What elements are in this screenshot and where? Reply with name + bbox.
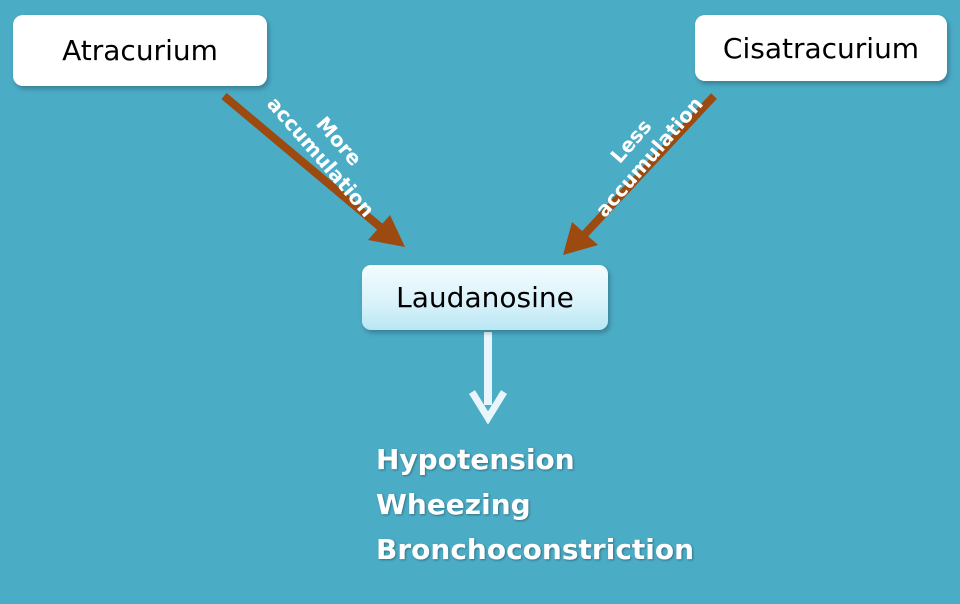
node-atracurium: Atracurium (13, 15, 267, 86)
node-laudanosine-label: Laudanosine (396, 281, 574, 314)
effect-item: Hypotension (376, 443, 575, 476)
node-laudanosine: Laudanosine (362, 265, 608, 330)
effect-item: Wheezing (376, 488, 531, 521)
effect-item: Bronchoconstriction (376, 533, 695, 566)
arrow-atracurium-to-laudanosine (221, 92, 405, 247)
node-atracurium-label: Atracurium (62, 34, 218, 67)
arrow-laudanosine-to-effects (469, 332, 507, 425)
effects-list: Hypotension Wheezing Bronchoconstriction (376, 437, 694, 572)
arrow-cisatracurium-to-laudanosine (563, 93, 717, 255)
node-cisatracurium-label: Cisatracurium (722, 31, 920, 65)
node-cisatracurium: Cisatracurium (695, 15, 947, 81)
